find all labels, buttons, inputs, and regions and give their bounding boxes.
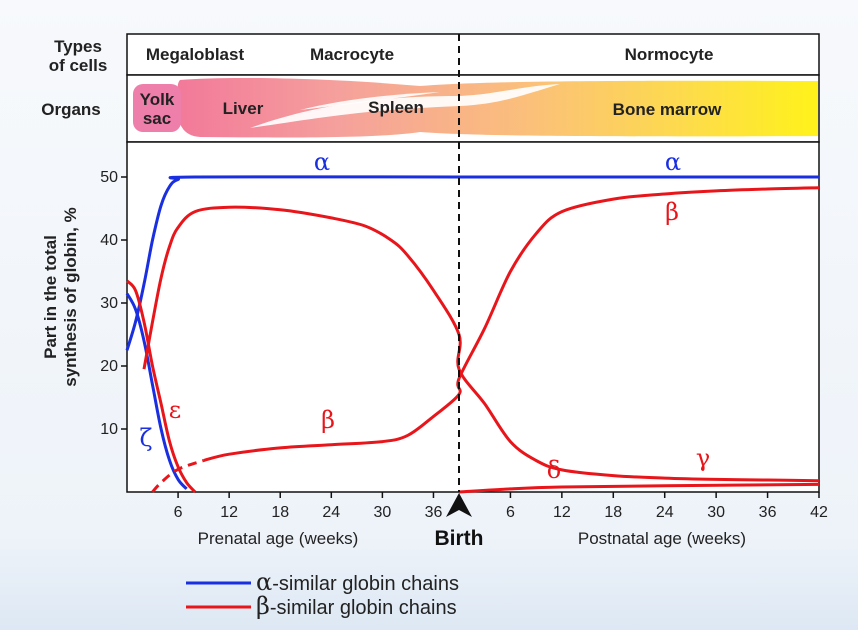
organ-spleen: Spleen: [368, 98, 424, 117]
series-ζ-line: [125, 292, 188, 490]
types-of-cells-label-line2: of cells: [49, 56, 108, 75]
y-tick-label: 40: [100, 232, 118, 249]
x-postnatal-tick-label: 12: [553, 504, 571, 521]
birth-arrow-icon: [446, 493, 472, 517]
y-axis-label-line1: Part in the total: [41, 235, 60, 359]
series-β-early-dashed: [151, 459, 205, 494]
series-α-label: α: [665, 148, 681, 176]
x-prenatal-tick-label: 18: [271, 504, 289, 521]
cell-types-band: [126, 33, 820, 76]
birth-label: Birth: [435, 527, 484, 550]
x-prenatal-tick-label: 6: [174, 504, 183, 521]
axes-group: 10 20 30 40 50 6 12 18 24 30 36 6 12 18 24 30 36 42: [100, 169, 828, 521]
x-postnatal-tick-label: 6: [506, 504, 515, 521]
x-prenatal-tick-label: 30: [373, 504, 391, 521]
series-δ-line: [458, 482, 820, 494]
series-β-label: β: [665, 198, 679, 226]
cell-type-normocyte: Normocyte: [625, 45, 714, 64]
organ-yolk-sac-line2: sac: [143, 109, 171, 128]
series-γ-label: γ: [696, 444, 710, 472]
x-postnatal-tick-label: 24: [656, 504, 674, 521]
yolk-sac-shape: [133, 84, 181, 132]
series-α-label: α: [314, 148, 330, 176]
legend: α-similar globin chains β-similar globin…: [186, 568, 459, 620]
organ-bone-marrow: Bone marrow: [613, 100, 722, 119]
series-ε-label: ε: [169, 396, 181, 424]
organs-label: Organs: [41, 100, 101, 119]
x-postnatal-tick-label: 42: [810, 504, 828, 521]
legend-beta-text: β-similar globin chains: [256, 592, 457, 620]
x-prenatal-tick-label: 36: [425, 504, 443, 521]
cell-type-megaloblast: Megaloblast: [146, 45, 245, 64]
x-axis-label-prenatal: Prenatal age (weeks): [198, 529, 359, 548]
x-prenatal-tick-label: 12: [220, 504, 238, 521]
y-tick-label: 30: [100, 295, 118, 312]
organ-liver: Liver: [223, 99, 264, 118]
legend-alpha-text: α-similar globin chains: [256, 568, 459, 596]
plot-area: [126, 141, 820, 493]
y-tick-label: 50: [100, 169, 118, 186]
series-δ-label: δ: [547, 456, 561, 484]
x-postnatal-tick-label: 36: [759, 504, 777, 521]
organ-white-swoosh-2: [300, 92, 440, 110]
x-postnatal-tick-label: 18: [604, 504, 622, 521]
y-tick-label: 10: [100, 421, 118, 438]
series-ε-line: [125, 279, 197, 494]
series-α-line: [125, 175, 819, 351]
x-postnatal-tick-label: 30: [707, 504, 725, 521]
organ-yolk-sac-line1: Yolk: [140, 90, 175, 109]
organ-gradient-shape: [177, 78, 818, 138]
y-tick-label: 20: [100, 358, 118, 375]
series-β-label: β: [321, 406, 335, 434]
series-β-line: [203, 186, 820, 462]
series-ζ-label: ζ: [139, 424, 152, 452]
curves-group: α α ζε γ β β δ: [125, 148, 820, 494]
cell-type-macrocyte: Macrocyte: [310, 45, 394, 64]
x-prenatal-tick-label: 24: [322, 504, 340, 521]
y-axis-label-line2: synthesis of globin, %: [61, 207, 80, 386]
types-of-cells-label-line1: Types: [54, 37, 102, 56]
series-γ-line: [142, 205, 820, 483]
organ-white-swoosh-1: [250, 84, 560, 128]
x-axis-label-postnatal: Postnatal age (weeks): [578, 529, 746, 548]
